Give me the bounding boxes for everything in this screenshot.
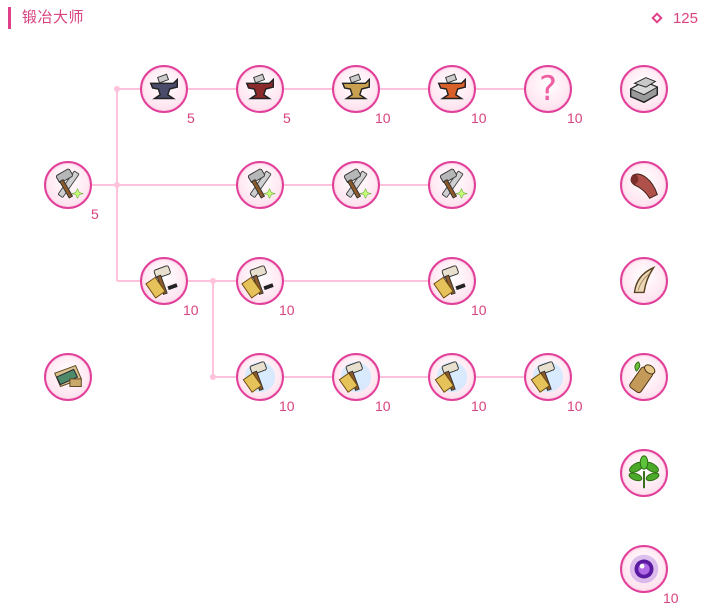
- skill-level: 10: [183, 302, 199, 318]
- hammer-blue-icon: [529, 358, 567, 396]
- anvil-gold-icon: [337, 70, 375, 108]
- purple-orb-icon: [625, 550, 663, 588]
- skill-level: 10: [375, 398, 391, 414]
- skill-node-scroll[interactable]: [44, 353, 92, 401]
- skill-node-hammer-blue-1[interactable]: [236, 353, 284, 401]
- material-leather-hide[interactable]: [620, 161, 668, 209]
- hammer-gold-icon: [241, 262, 279, 300]
- material-claw[interactable]: [620, 257, 668, 305]
- skill-level: 10: [471, 110, 487, 126]
- anvil-dark-icon: [145, 70, 183, 108]
- skill-node-unknown[interactable]: ?: [524, 65, 572, 113]
- hammer-gold-icon: [433, 262, 471, 300]
- skill-points-value: 125: [672, 9, 698, 27]
- skill-points-display: 125: [651, 8, 698, 28]
- skill-node-hammer-sword-2[interactable]: [332, 161, 380, 209]
- skill-node-hammer-blue-3[interactable]: [428, 353, 476, 401]
- skill-node-hammer-gold-2[interactable]: [236, 257, 284, 305]
- skill-level: 5: [187, 110, 195, 126]
- skill-node-anvil-3[interactable]: [332, 65, 380, 113]
- material-level: 10: [663, 590, 679, 606]
- skill-level: 10: [567, 398, 583, 414]
- skill-node-hammer-sword-1[interactable]: [236, 161, 284, 209]
- skill-node-anvil-4[interactable]: [428, 65, 476, 113]
- scroll-book-icon: [49, 358, 87, 396]
- iron-ingot-icon: [625, 70, 663, 108]
- hammer-sword-icon: [241, 166, 279, 204]
- skill-level: 5: [283, 110, 291, 126]
- skill-node-hammer-gold-1[interactable]: [140, 257, 188, 305]
- material-iron-ingot[interactable]: [620, 65, 668, 113]
- skill-node-root[interactable]: [44, 161, 92, 209]
- claw-fang-icon: [625, 262, 663, 300]
- hammer-sword-icon: [433, 166, 471, 204]
- page-title: 锻冶大师: [22, 9, 85, 26]
- anvil-red-icon: [241, 70, 279, 108]
- wood-log-icon: [625, 358, 663, 396]
- hammer-blue-icon: [433, 358, 471, 396]
- hammer-sword-icon: [337, 166, 375, 204]
- skill-level: 10: [567, 110, 583, 126]
- hammer-blue-icon: [241, 358, 279, 396]
- skill-node-anvil-1[interactable]: [140, 65, 188, 113]
- hammer-blue-icon: [337, 358, 375, 396]
- material-purple-orb[interactable]: [620, 545, 668, 593]
- green-herb-icon: [625, 454, 663, 492]
- leather-hide-icon: [625, 166, 663, 204]
- material-wood-log[interactable]: [620, 353, 668, 401]
- anvil-fire-icon: [433, 70, 471, 108]
- header-accent-bar: [8, 7, 11, 29]
- skill-level: 10: [279, 302, 295, 318]
- skill-level: 5: [91, 206, 99, 222]
- material-herb[interactable]: [620, 449, 668, 497]
- skill-node-hammer-gold-3[interactable]: [428, 257, 476, 305]
- skill-node-anvil-2[interactable]: [236, 65, 284, 113]
- skill-level: 10: [471, 302, 487, 318]
- skill-node-hammer-sword-3[interactable]: [428, 161, 476, 209]
- unknown-question-icon: ?: [538, 69, 558, 109]
- skill-level: 10: [279, 398, 295, 414]
- hammer-gold-icon: [145, 262, 183, 300]
- hammer-sword-icon: [49, 166, 87, 204]
- skill-node-hammer-blue-2[interactable]: [332, 353, 380, 401]
- skill-node-hammer-blue-4[interactable]: [524, 353, 572, 401]
- skill-level: 10: [471, 398, 487, 414]
- skill-level: 10: [375, 110, 391, 126]
